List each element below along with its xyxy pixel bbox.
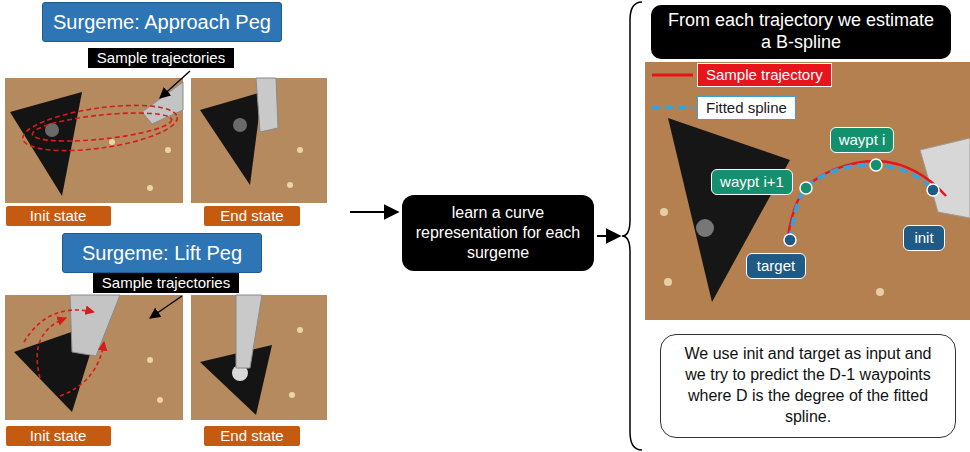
header-box: From each trajectory we estimate a B-spl… <box>651 5 951 58</box>
legend-text: Sample trajectory <box>706 66 823 83</box>
photo-init-approach <box>5 78 183 203</box>
label-text: Sample trajectories <box>102 274 230 292</box>
wood-ground <box>191 295 327 420</box>
peg <box>157 397 163 403</box>
peg <box>165 147 171 153</box>
state-label: Init state <box>6 426 111 446</box>
state-label: Init state <box>6 206 111 226</box>
note-box: We use init and target as input and we t… <box>660 334 956 437</box>
photo-end-approach <box>191 78 327 203</box>
wood-ground <box>5 78 183 203</box>
sample-tag: Sample trajectories <box>88 48 234 68</box>
flow-arrow <box>597 235 620 237</box>
waypoint-tag: waypt i <box>830 127 895 153</box>
block-hole <box>696 219 714 237</box>
trajectory-dashed <box>31 108 173 147</box>
peg <box>876 288 884 296</box>
waypoint-dot <box>800 182 812 194</box>
trajectory-dashed <box>37 318 66 378</box>
legend-line-spline <box>652 106 693 110</box>
label-text: target <box>757 257 795 275</box>
legend-entry: Fitted spline <box>697 96 796 120</box>
process-box: learn a curve representation for each su… <box>402 195 594 271</box>
peg <box>109 139 115 145</box>
init-dot <box>927 184 939 196</box>
peg <box>297 327 303 333</box>
legend-line-sample <box>652 74 693 77</box>
block-hole <box>233 118 247 132</box>
label-text: learn a curve representation for each su… <box>412 203 584 263</box>
wood-ground <box>645 62 970 320</box>
endpoint-tag: target <box>746 253 806 279</box>
triangle-block <box>10 92 82 196</box>
label-text: waypt i <box>839 131 886 149</box>
peg <box>660 208 668 216</box>
peg <box>297 147 303 153</box>
peg <box>289 392 295 398</box>
target-dot <box>784 234 796 246</box>
label-text: Surgeme: Approach Peg <box>53 10 271 34</box>
flow-arrow <box>350 211 398 213</box>
photo-init-lift <box>5 295 183 420</box>
label-text: waypt i+1 <box>720 173 784 191</box>
label-text: Init state <box>14 207 103 225</box>
legend-text: Fitted spline <box>706 99 787 116</box>
trajectory-dashed <box>60 342 104 396</box>
trajectory-dashed <box>20 97 180 158</box>
endpoint-tag: init <box>903 225 944 251</box>
brace-bracket <box>622 2 642 450</box>
label-text: init <box>914 229 933 247</box>
wood-ground <box>191 78 327 203</box>
state-label: End state <box>204 206 300 226</box>
wood-ground <box>5 295 183 420</box>
trajectory-dashed <box>24 310 94 342</box>
photo-spline <box>645 62 970 320</box>
robot-tool <box>70 295 120 356</box>
robot-tool <box>236 295 262 368</box>
leader-arrow <box>150 296 182 318</box>
label-text: Sample trajectories <box>97 49 225 67</box>
robot-tool <box>256 78 278 132</box>
leader-arrow <box>160 71 190 98</box>
photo-end-lift <box>191 295 327 420</box>
peg <box>147 357 153 363</box>
label-text: End state <box>212 207 292 225</box>
peg <box>147 185 153 191</box>
waypoint-tag: waypt i+1 <box>711 169 793 195</box>
triangle-block <box>200 92 262 185</box>
legend-entry: Sample trajectory <box>697 63 832 87</box>
label-text: Surgeme: Lift Peg <box>73 241 251 265</box>
sample-tag: Sample trajectories <box>93 273 239 293</box>
state-label: End state <box>204 426 300 446</box>
surgeme-title: Surgeme: Approach Peg <box>42 2 282 42</box>
label-text: Init state <box>14 427 103 445</box>
surgeme-title: Surgeme: Lift Peg <box>62 233 262 273</box>
label-text: End state <box>212 427 292 445</box>
label-text: We use init and target as input and we t… <box>675 344 941 427</box>
peg <box>664 278 672 286</box>
waypoint-dot <box>870 159 882 171</box>
label-text: From each trajectory we estimate a B-spl… <box>661 10 941 53</box>
peg <box>287 182 293 188</box>
